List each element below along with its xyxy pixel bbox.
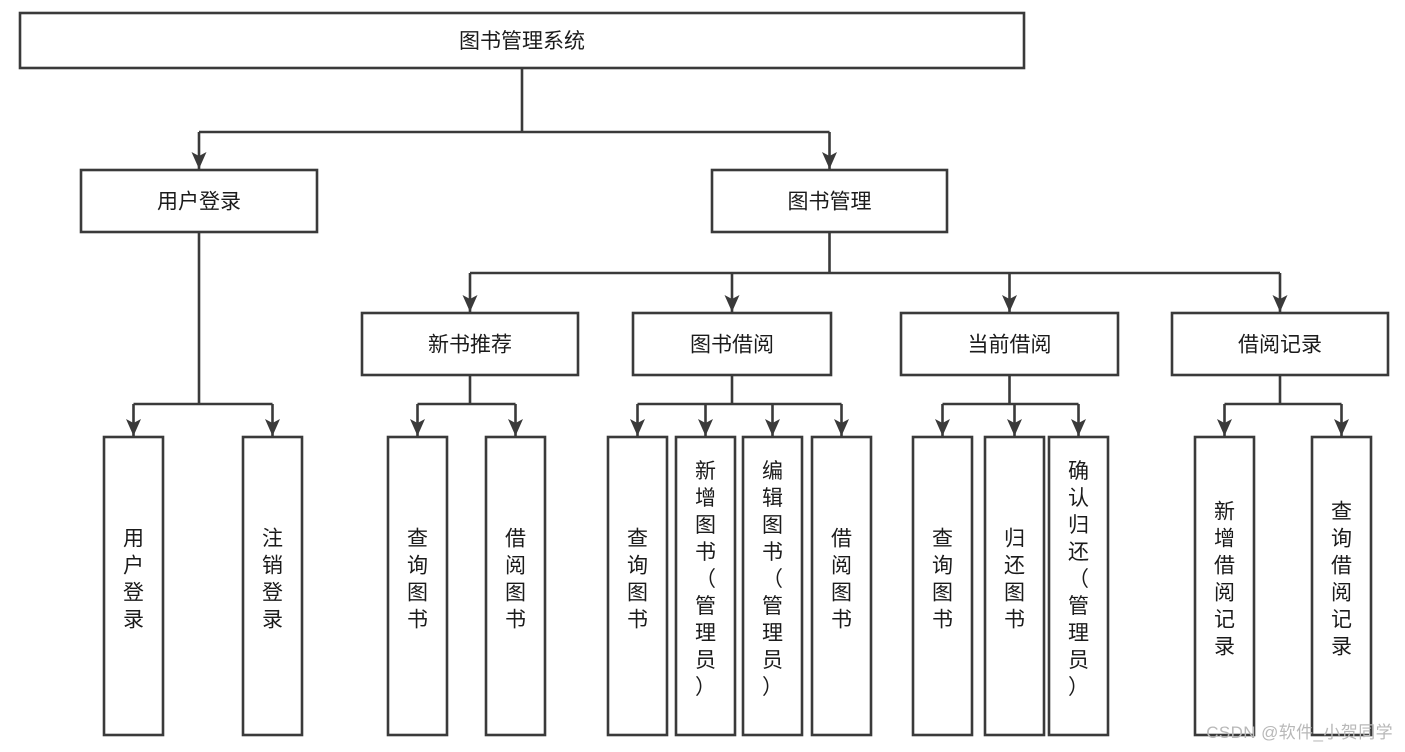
node-leaf-confirm-return-label: 确认归还（管理员） — [1068, 460, 1089, 699]
node-leaf-borrow-book-1-rect — [484, 435, 547, 737]
node-leaf-add-book[interactable]: 新增图书（管理员） — [674, 435, 737, 737]
csdn-watermark: CSDN @软件_小贺同学 — [1206, 723, 1393, 742]
node-leaf-query-book-2-rect — [606, 435, 669, 737]
node-leaf-query-book-2[interactable]: 查询图书 — [606, 435, 669, 737]
edge-arrowhead — [698, 419, 713, 436]
node-leaf-query-book-1[interactable]: 查询图书 — [386, 435, 449, 737]
edge-arrowhead — [630, 419, 645, 436]
node-leaf-add-book-label: 新增图书（管理员） — [695, 460, 716, 699]
edge-arrowhead — [935, 419, 950, 436]
node-leaf-query-record-label: 查询借阅记录 — [1331, 501, 1352, 659]
node-leaf-add-book-rect — [674, 435, 737, 737]
node-leaf-query-book-3-rect — [911, 435, 974, 737]
node-leaf-user-logout[interactable]: 注销登录 — [241, 435, 304, 737]
node-leaf-return-book[interactable]: 归还图书 — [983, 435, 1046, 737]
node-user-login-rect — [79, 168, 319, 234]
node-leaf-borrow-book-1-label: 借阅图书 — [505, 528, 526, 632]
edge-arrowhead — [822, 152, 837, 169]
node-book-borrow-label: 图书借阅 — [690, 334, 774, 357]
node-borrow-record-label: 借阅记录 — [1238, 334, 1322, 357]
node-leaf-confirm-return[interactable]: 确认归还（管理员） — [1047, 435, 1110, 737]
node-user-login-label: 用户登录 — [157, 191, 241, 214]
node-book-manage[interactable]: 图书管理 — [710, 168, 949, 234]
node-leaf-user-login-rect — [102, 435, 165, 737]
node-leaf-query-record[interactable]: 查询借阅记录 — [1310, 435, 1373, 737]
node-book-borrow-rect — [631, 311, 833, 377]
edge-arrowhead — [191, 152, 207, 169]
edge-arrowhead — [1071, 419, 1086, 436]
node-leaf-add-record-rect — [1193, 435, 1256, 737]
node-leaf-borrow-book-2[interactable]: 借阅图书 — [810, 435, 873, 737]
edge-arrowhead — [1334, 419, 1349, 436]
node-leaf-add-record-label: 新增借阅记录 — [1214, 501, 1235, 659]
node-user-login[interactable]: 用户登录 — [79, 168, 319, 234]
node-leaf-user-logout-label: 注销登录 — [262, 528, 283, 632]
edge-arrowhead — [508, 419, 523, 436]
node-root-book-management-system-rect — [18, 11, 1026, 70]
edge-arrowhead — [265, 419, 280, 436]
node-current-borrow-rect — [899, 311, 1120, 377]
node-root-book-management-system-label: 图书管理系统 — [459, 30, 585, 53]
node-leaf-user-login-label: 用户登录 — [123, 528, 144, 632]
edge-arrowhead — [834, 419, 849, 436]
node-new-book-rec-rect — [360, 311, 580, 377]
node-book-manage-label: 图书管理 — [788, 191, 872, 214]
node-leaf-query-book-3-label: 查询图书 — [932, 528, 953, 632]
node-current-borrow-label: 当前借阅 — [968, 334, 1052, 357]
edge-arrowhead — [765, 419, 780, 436]
node-leaf-query-book-1-label: 查询图书 — [407, 528, 428, 632]
node-book-borrow[interactable]: 图书借阅 — [631, 311, 833, 377]
node-leaf-add-record[interactable]: 新增借阅记录 — [1193, 435, 1256, 737]
node-root-book-management-system[interactable]: 图书管理系统 — [18, 11, 1026, 70]
node-leaf-query-record-rect — [1310, 435, 1373, 737]
edge-arrowhead — [410, 419, 425, 436]
node-leaf-edit-book-label: 编辑图书（管理员） — [762, 460, 783, 699]
connector-edges — [126, 68, 1349, 436]
node-leaf-user-login[interactable]: 用户登录 — [102, 435, 165, 737]
node-leaf-edit-book-rect — [741, 435, 804, 737]
node-boxes: 图书管理系统用户登录图书管理新书推荐图书借阅当前借阅借阅记录用户登录注销登录查询… — [18, 11, 1390, 737]
node-leaf-query-book-1-rect — [386, 435, 449, 737]
node-leaf-user-logout-rect — [241, 435, 304, 737]
node-leaf-borrow-book-2-rect — [810, 435, 873, 737]
edge-arrowhead — [462, 295, 478, 312]
node-book-manage-rect — [710, 168, 949, 234]
node-leaf-return-book-rect — [983, 435, 1046, 737]
node-borrow-record-rect — [1170, 311, 1390, 377]
edge-arrowhead — [126, 419, 141, 436]
edge-arrowhead — [1272, 295, 1288, 312]
node-leaf-edit-book[interactable]: 编辑图书（管理员） — [741, 435, 804, 737]
node-leaf-borrow-book-1[interactable]: 借阅图书 — [484, 435, 547, 737]
node-current-borrow[interactable]: 当前借阅 — [899, 311, 1120, 377]
edge-arrowhead — [724, 295, 740, 312]
node-borrow-record[interactable]: 借阅记录 — [1170, 311, 1390, 377]
edge-arrowhead — [1007, 419, 1022, 436]
node-new-book-rec[interactable]: 新书推荐 — [360, 311, 580, 377]
edge-arrowhead — [1002, 295, 1017, 312]
node-leaf-confirm-return-rect — [1047, 435, 1110, 737]
node-new-book-rec-label: 新书推荐 — [428, 334, 512, 357]
node-leaf-return-book-label: 归还图书 — [1004, 528, 1025, 632]
node-leaf-borrow-book-2-label: 借阅图书 — [831, 528, 852, 632]
node-leaf-query-book-3[interactable]: 查询图书 — [911, 435, 974, 737]
node-leaf-query-book-2-label: 查询图书 — [627, 528, 648, 632]
edge-arrowhead — [1217, 419, 1232, 436]
